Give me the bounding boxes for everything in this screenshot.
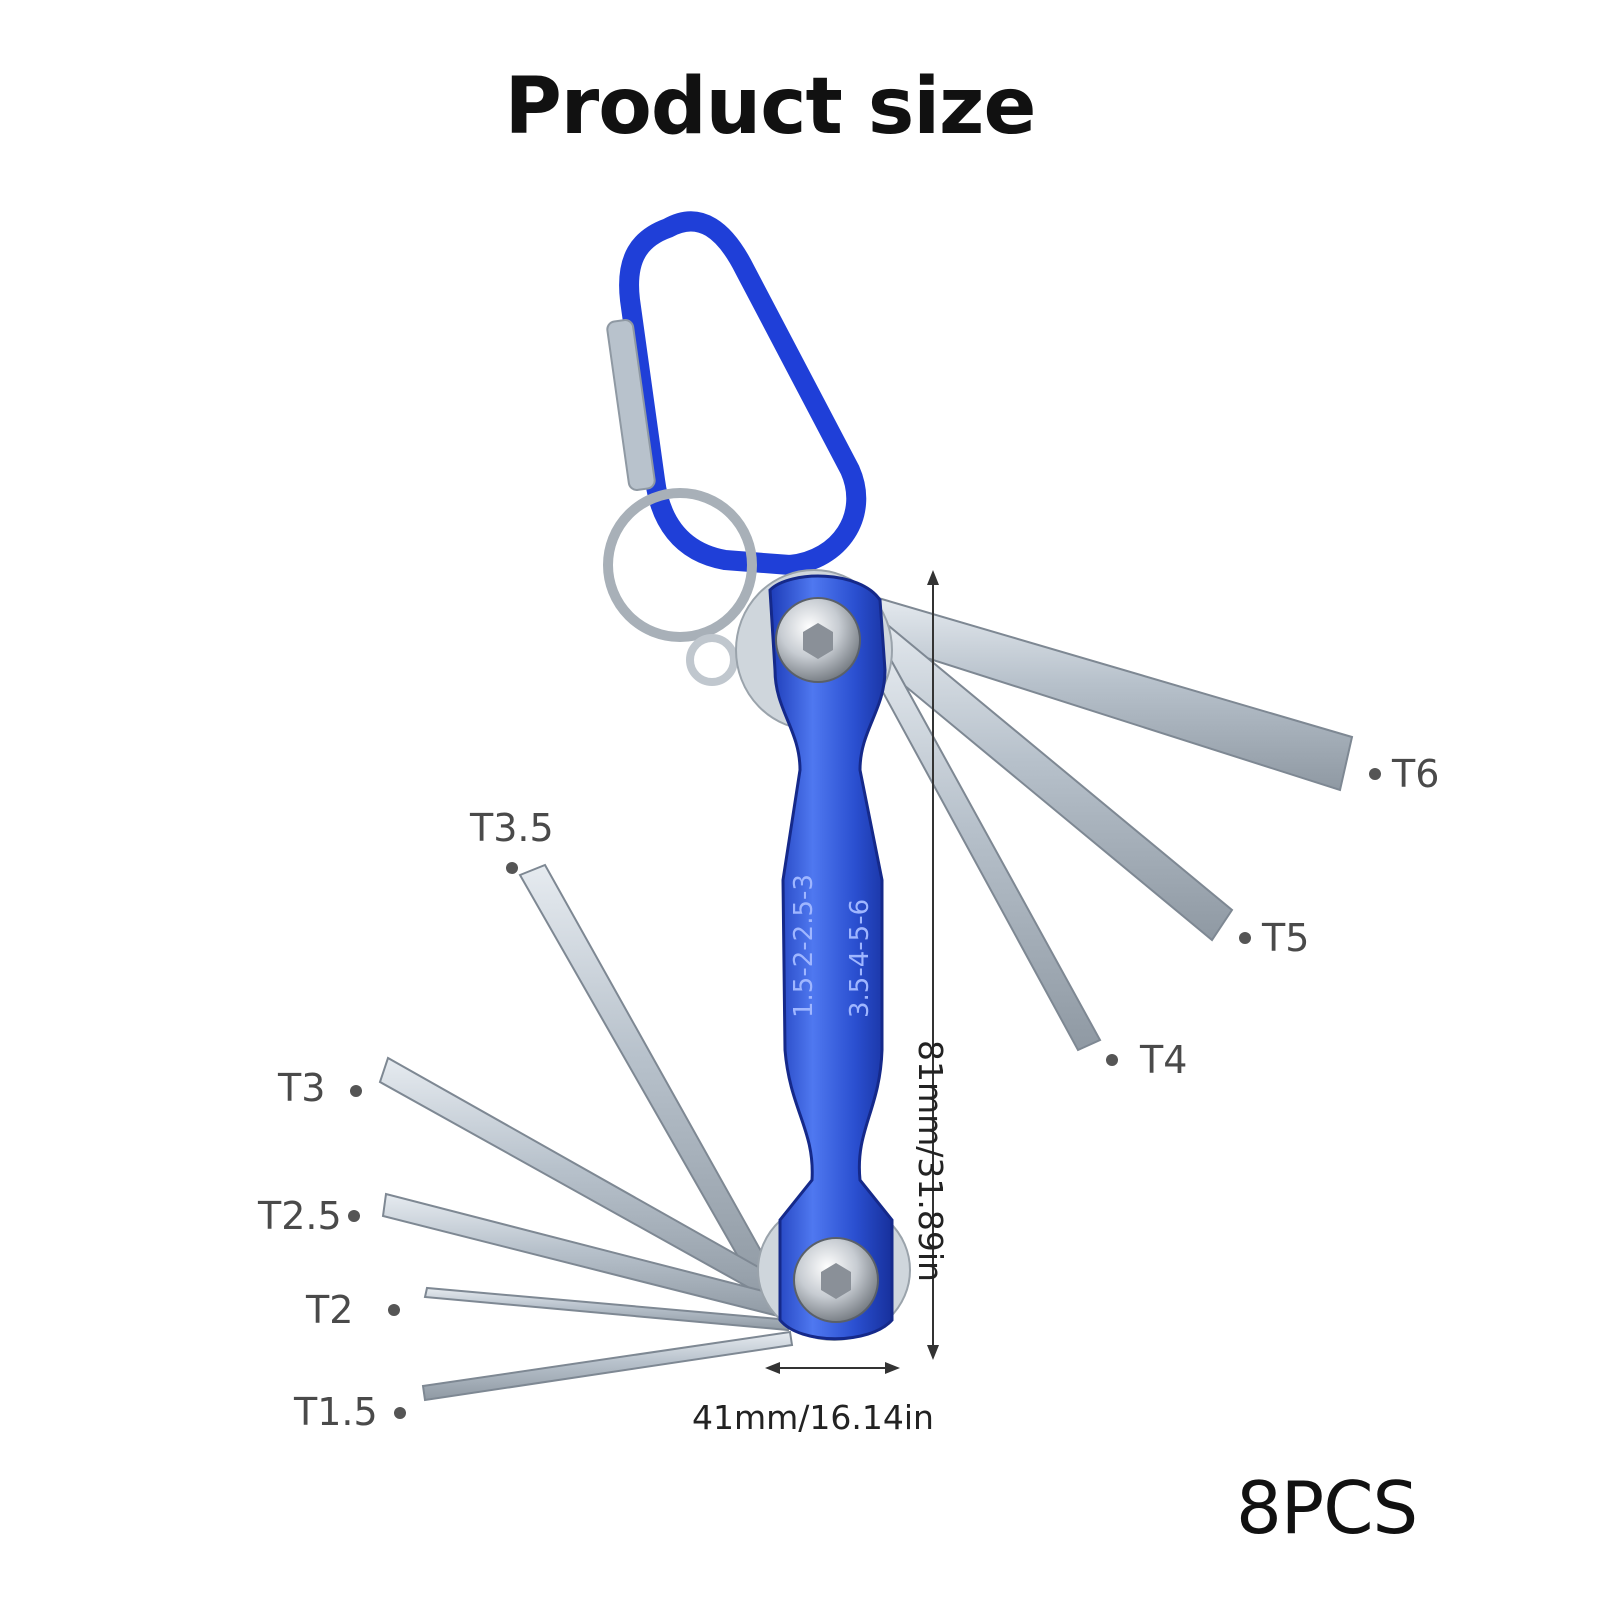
width-dimension-label: 41mm/16.14in [692, 1398, 934, 1437]
height-dimension-line [927, 570, 939, 1360]
label-dots [348, 768, 1381, 1419]
key-label-t2: T2 [306, 1288, 354, 1332]
height-dimension-label: 81mm/31.89in [911, 1040, 950, 1282]
key-t1-5 [421, 1330, 794, 1402]
key-label-t4: T4 [1140, 1038, 1188, 1082]
width-dimension-line [765, 1362, 900, 1374]
quantity-label: 8PCS [1236, 1466, 1418, 1550]
page-title: Product size [504, 62, 1037, 152]
handle-marking-row2: 3.5-4-5-6 [845, 899, 875, 1018]
carabiner [606, 211, 867, 575]
key-label-t2-5: T2.5 [258, 1194, 342, 1238]
split-ring [603, 488, 757, 686]
key-label-t6: T6 [1392, 752, 1440, 796]
key-label-t5: T5 [1262, 916, 1310, 960]
key-label-t3: T3 [278, 1066, 326, 1110]
key-label-t3-5: T3.5 [470, 806, 554, 850]
handle-marking-row1: 1.5-2-2.5-3 [789, 874, 819, 1018]
folding-handle [735, 569, 911, 1341]
key-label-t1-5: T1.5 [294, 1390, 378, 1434]
